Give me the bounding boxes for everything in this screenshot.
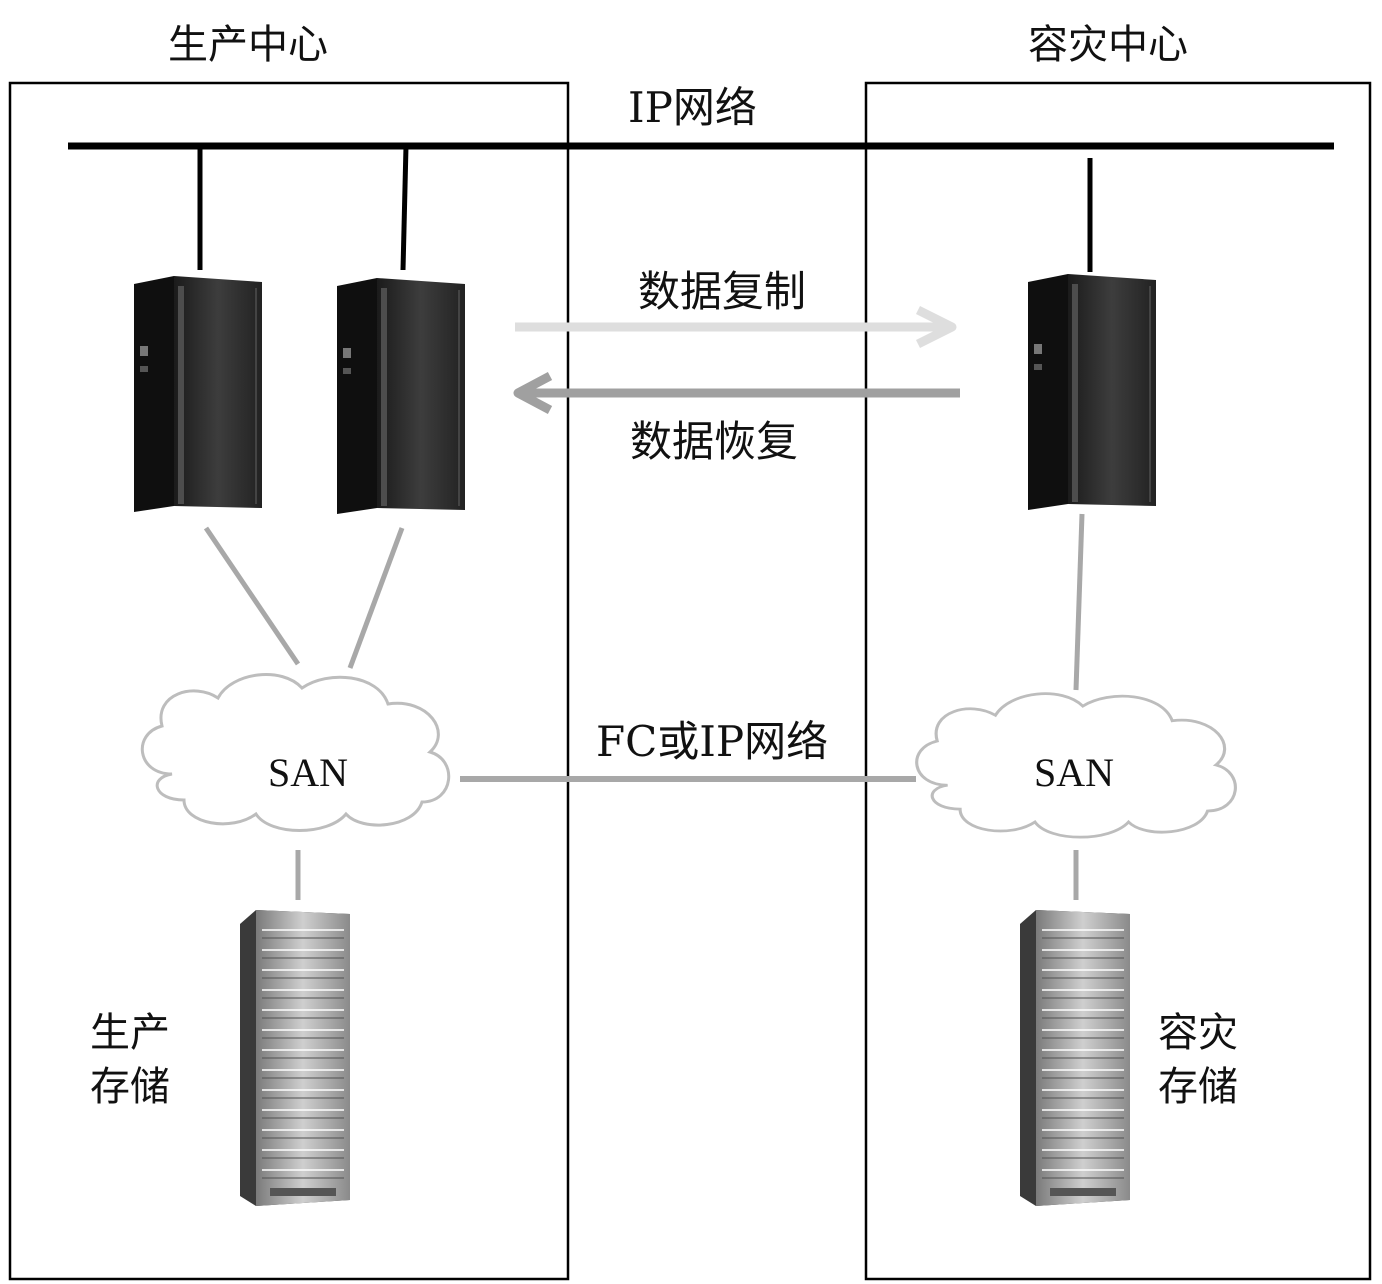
san-link-3 <box>1073 513 1085 691</box>
production-storage <box>239 909 351 1207</box>
server-uplink-2 <box>400 145 409 271</box>
dr-storage-label-line2: 存储 <box>1158 1064 1238 1110</box>
right-san-label: SAN <box>1034 750 1114 795</box>
recovery-arrow <box>513 372 960 414</box>
production-server-2 <box>336 277 466 515</box>
dr-storage-label-line1: 容灾 <box>1158 1010 1238 1056</box>
replication-label: 数据复制 <box>638 267 806 316</box>
production-server-1 <box>133 275 263 513</box>
san-link-2 <box>347 527 405 669</box>
dr-center-box <box>864 81 1372 1281</box>
production-storage-label-line2: 存储 <box>90 1064 170 1110</box>
san-link-1 <box>203 526 301 666</box>
ip-network-label: IP网络 <box>628 83 757 132</box>
production-storage-label-line1: 生产 <box>90 1010 170 1056</box>
recovery-label: 数据恢复 <box>630 417 798 466</box>
dr-server <box>1027 273 1157 511</box>
production-center-box <box>8 81 570 1281</box>
dr-center-title: 容灾中心 <box>1028 22 1188 68</box>
replication-arrow <box>515 305 957 349</box>
dr-storage <box>1019 909 1131 1207</box>
left-san-label: SAN <box>268 750 348 795</box>
production-center-title: 生产中心 <box>168 22 328 68</box>
fc-or-ip-network-label: FC或IP网络 <box>596 717 828 766</box>
